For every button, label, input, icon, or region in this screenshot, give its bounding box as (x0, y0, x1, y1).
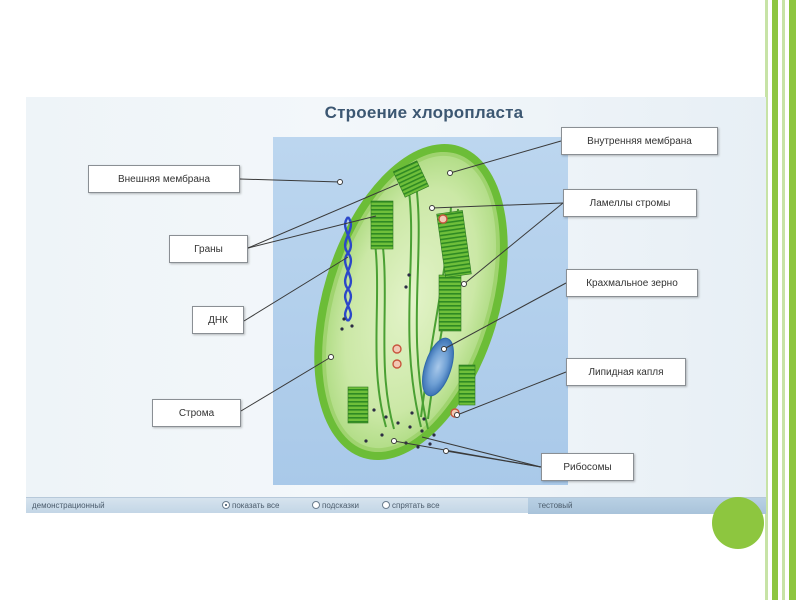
decor-bar-3 (782, 0, 785, 600)
label-grana[interactable]: Граны (169, 235, 248, 263)
radio-hide-all-icon[interactable] (382, 501, 390, 509)
label-outer-membrane[interactable]: Внешняя мембрана (88, 165, 240, 193)
label-ribosomes[interactable]: Рибосомы (541, 453, 634, 481)
chloroplast-illustration (239, 140, 567, 468)
option-show-all-label: показать все (232, 501, 280, 510)
label-stroma-lamellae[interactable]: Ламеллы стромы (563, 189, 697, 217)
option-show-all[interactable]: показать все (222, 501, 279, 510)
dna-shape (343, 216, 353, 322)
leader-endpoints (328, 170, 467, 454)
decor-bar-4 (789, 0, 796, 600)
option-hints-label: подсказки (322, 501, 359, 510)
decor-green-circle (712, 497, 764, 549)
diagram-title: Строение хлоропласта (324, 103, 524, 122)
grana-shapes (347, 160, 476, 424)
decor-bar-1 (765, 0, 768, 600)
mode-control-bar: демонстрационный показать все подсказки … (26, 497, 766, 514)
option-hide-all[interactable]: спрятать все (382, 501, 440, 510)
starch-grain-shape (422, 337, 454, 397)
label-stroma[interactable]: Строма (152, 399, 241, 427)
label-starch-grain[interactable]: Крахмальное зерно (566, 269, 698, 297)
radio-show-all-icon[interactable] (222, 501, 230, 509)
option-hints[interactable]: подсказки (312, 501, 359, 510)
mode-test-label: тестовый (538, 501, 573, 510)
mode-demo-label[interactable]: демонстрационный (32, 501, 105, 510)
leader-lines (239, 140, 567, 468)
option-hide-all-label: спрятать все (392, 501, 440, 510)
diagram-scene: Строение хлоропласта (26, 97, 766, 497)
label-dna[interactable]: ДНК (192, 306, 244, 334)
mode-test-section[interactable]: тестовый (528, 498, 766, 514)
label-inner-membrane[interactable]: Внутренняя мембрана (561, 127, 718, 155)
decor-bar-2 (772, 0, 778, 600)
label-lipid-droplet[interactable]: Липидная капля (566, 358, 686, 386)
radio-hints-icon[interactable] (312, 501, 320, 509)
